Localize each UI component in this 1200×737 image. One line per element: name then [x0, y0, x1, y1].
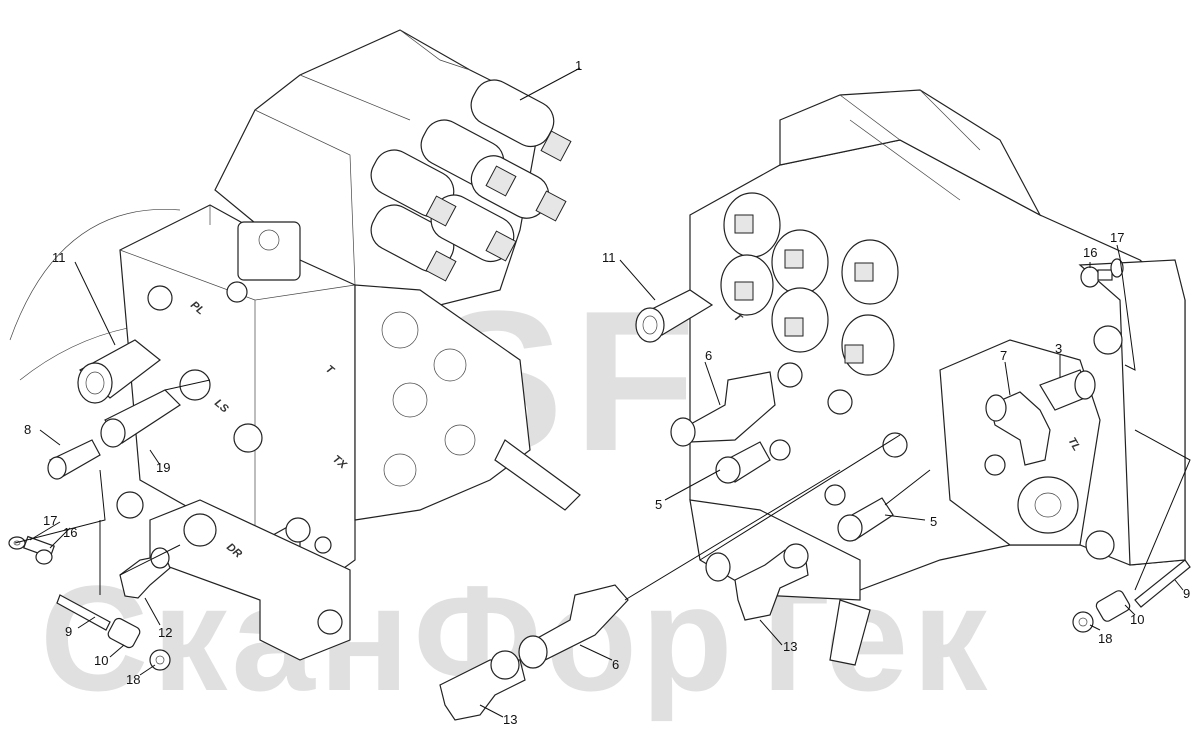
left-elbow-12 — [119, 547, 171, 599]
right-solenoids — [720, 192, 899, 376]
right-lever-handle — [829, 599, 871, 666]
right-fitting-11 — [635, 289, 714, 343]
left-solenoids — [370, 79, 572, 282]
right-fitting-7 — [985, 391, 1051, 466]
right-elbow-13-lower — [439, 650, 526, 721]
right-fitting-6-upper — [670, 371, 776, 447]
left-bolt-16 — [23, 535, 55, 565]
callout-11-left: 11 — [52, 250, 66, 265]
right-fitting-6-lower — [518, 584, 629, 669]
face-label-tl: TL — [1065, 436, 1082, 454]
right-elbow-13-upper — [734, 543, 809, 621]
left-fitting-11 — [77, 339, 161, 404]
callout-10-right: 10 — [1130, 612, 1144, 627]
left-valve-assembly: PL LS DR T TX — [8, 29, 581, 676]
callout-16-left: 16 — [63, 525, 77, 540]
callout-18-right: 18 — [1098, 631, 1112, 646]
callout-17-right: 17 — [1110, 230, 1124, 245]
right-upper-sections — [779, 89, 1042, 217]
callout-17-left: 17 — [43, 513, 57, 528]
right-fitting-3 — [1039, 369, 1096, 411]
callout-8: 8 — [24, 422, 31, 437]
callout-9-right: 9 — [1183, 586, 1190, 601]
callout-11-right: 11 — [602, 250, 616, 265]
callout-9-left: 9 — [65, 624, 72, 639]
callout-13-lower: 13 — [503, 712, 517, 727]
callout-19: 19 — [156, 460, 170, 475]
right-fitting-5-lower — [837, 497, 894, 542]
callout-16-right: 16 — [1083, 245, 1097, 260]
callout-3: 3 — [1055, 341, 1062, 356]
left-sleeve-10 — [107, 617, 141, 649]
callout-12: 12 — [158, 625, 172, 640]
callout-6-upper: 6 — [705, 348, 712, 363]
callout-7: 7 — [1000, 348, 1007, 363]
callout-labels: 1 11 8 19 17 16 9 12 10 18 11 6 5 5 6 13… — [24, 58, 1190, 727]
right-washer-17 — [1110, 258, 1124, 278]
callout-10-left: 10 — [94, 653, 108, 668]
left-fitting-8 — [47, 439, 101, 480]
left-lever-handle — [494, 439, 581, 511]
left-adapter-19 — [100, 389, 181, 448]
right-stud-9 — [1134, 559, 1191, 608]
right-fitting-5-upper — [715, 441, 771, 484]
callout-5-upper: 5 — [655, 497, 662, 512]
callout-5-lower: 5 — [930, 514, 937, 529]
callout-6-lower: 6 — [612, 657, 619, 672]
left-nut-18 — [149, 649, 171, 671]
callout-1: 1 — [575, 58, 582, 73]
left-top-nut — [237, 221, 301, 281]
callout-18-left: 18 — [126, 672, 140, 687]
right-nut-18 — [1072, 611, 1094, 633]
callout-13-upper: 13 — [783, 639, 797, 654]
right-sleeve-10 — [1095, 590, 1131, 622]
left-stud-9 — [56, 594, 111, 631]
right-valve-assembly: T TL — [439, 89, 1191, 721]
